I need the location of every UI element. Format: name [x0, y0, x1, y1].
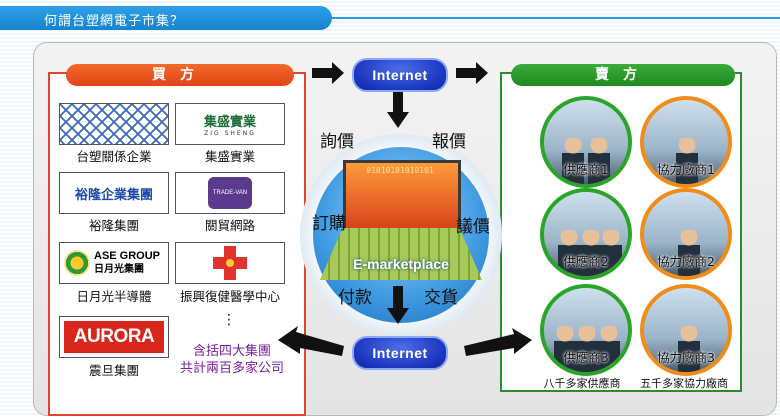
buyer-summary-line1: 含括四大集團 — [192, 344, 271, 359]
buyer-tab: 買方 — [66, 64, 294, 86]
person-icon — [562, 138, 584, 184]
buyer-name-1: 台塑關係企業 — [76, 149, 152, 164]
supplier-3-circle: 供應商3 — [540, 284, 632, 376]
supplier-1-label: 供應商1 — [563, 162, 609, 177]
supplier-2-circle: 供應商2 — [540, 188, 632, 280]
person-icon — [580, 230, 602, 276]
marketplace-label: E-marketplace — [353, 256, 449, 272]
person-icon — [598, 326, 620, 372]
trade-van-logo: TRADE-VAN — [175, 172, 285, 214]
ase-logo-sub: 日月光集團 — [94, 264, 144, 275]
ase-logo-text: ASE GROUP — [94, 250, 161, 262]
buyer-name-3: 裕隆集團 — [88, 218, 139, 233]
action-order: 訂購 — [312, 214, 346, 234]
ase-sun-icon — [64, 250, 90, 276]
binary-text: 01010101010101 — [366, 166, 434, 175]
partner-1-label: 協力廠商1 — [657, 162, 715, 177]
buyer-name-2: 集盛實業 — [204, 149, 255, 164]
zig-sheng-logo-sub: ZIG SHENG — [204, 130, 256, 137]
buyer-name-7: 震旦集團 — [88, 363, 139, 378]
partner-3-label: 協力廠商3 — [657, 350, 715, 365]
fpg-grid-logo — [59, 103, 169, 145]
buyer-name-4: 關貿網路 — [204, 218, 255, 233]
person-icon — [678, 230, 700, 276]
supplier-1-circle: 供應商1 — [540, 96, 632, 188]
supplier-count: 八千多家供應商 — [543, 377, 621, 390]
aurora-logo-text: AURORA — [73, 326, 155, 347]
person-icon — [678, 326, 700, 372]
cheng-hsin-cross-logo — [175, 242, 285, 284]
zig-sheng-logo-text: 集盛實業 — [203, 115, 256, 130]
yulon-logo-text: 裕隆企業集團 — [74, 187, 153, 203]
seller-tab: 賣方 — [511, 64, 735, 86]
internet-bottom-pill: Internet — [352, 336, 448, 370]
more-ellipsis: ⋮ — [222, 312, 236, 328]
partner-3-circle: 協力廠商3 — [640, 284, 732, 376]
zig-sheng-logo: 集盛實業 ZIG SHENG — [175, 103, 285, 145]
partner-2-circle: 協力廠商2 — [640, 188, 732, 280]
supplier-2-label: 供應商2 — [563, 254, 609, 269]
action-negotiate: 議價 — [456, 217, 490, 237]
internet-top-pill: Internet — [352, 58, 448, 92]
buyer-name-6: 振興復健醫學中心 — [179, 289, 280, 304]
person-icon — [554, 326, 576, 372]
aurora-logo: AURORA — [59, 316, 169, 358]
trade-van-logo-text: TRADE-VAN — [212, 190, 248, 196]
partner-2-label: 協力廠商2 — [657, 254, 715, 269]
action-payment: 付款 — [338, 288, 372, 308]
person-icon — [576, 326, 598, 372]
supplier-3-label: 供應商3 — [563, 350, 609, 365]
person-icon — [588, 138, 610, 184]
header-bar: 何謂台塑網電子市集？ — [0, 6, 332, 30]
header-divider — [332, 17, 780, 19]
buyer-name-5: 日月光半導體 — [76, 289, 152, 304]
ase-logo: ASE GROUP 日月光集團 — [59, 242, 169, 284]
yulon-logo: 裕隆企業集團 — [59, 172, 169, 214]
action-delivery: 交貨 — [424, 288, 458, 308]
keyboard-icon — [320, 228, 482, 280]
person-icon — [600, 230, 622, 276]
action-quote: 報價 — [432, 132, 466, 152]
partner-1-circle: 協力廠商1 — [640, 96, 732, 188]
action-inquiry: 詢價 — [320, 132, 354, 152]
person-icon — [558, 230, 580, 276]
page-title: 何謂台塑網電子市集？ — [44, 14, 185, 29]
person-icon — [676, 138, 698, 184]
partner-count: 五千多家協力廠商 — [640, 377, 728, 390]
buyer-summary-line2: 共計兩百多家公司 — [179, 361, 284, 376]
